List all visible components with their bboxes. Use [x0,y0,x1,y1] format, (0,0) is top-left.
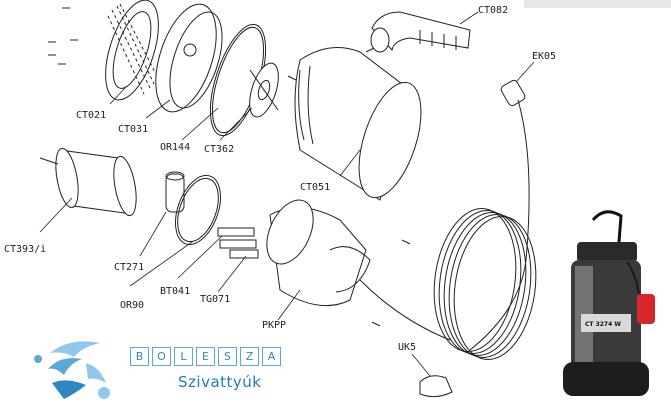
label-uk5: UK5 [398,342,416,353]
pump-product-image: CT 3274 W [545,202,663,400]
part-ek05-plug [469,79,530,351]
brand-letter: O [152,347,171,366]
part-ct393-motor [39,147,137,217]
part-ct362-impeller [249,62,279,118]
brand-letter: S [218,347,237,366]
part-pkpp-base [266,199,371,307]
leader-lines [39,11,535,377]
label-ct362: CT362 [204,144,234,155]
brand-letter: Z [240,347,259,366]
label-ct393: CT393/i [4,244,46,255]
brand-letter: A [262,347,281,366]
brand-letter: E [196,347,215,366]
label-pkpp: PKPP [262,320,286,331]
label-or90: OR90 [120,300,144,311]
part-bt041-tg071-bolts [217,227,259,259]
screws-misc [287,47,411,327]
part-ct021-grate [105,0,159,101]
water-drop-logo-icon [34,341,110,399]
brand-letter: B [130,347,149,366]
brand-subtitle: Szivattyúk [178,373,262,391]
label-ct271: CT271 [114,262,144,273]
brand-letter: L [174,347,193,366]
part-ct051-cylinder [294,47,422,201]
label-ct031: CT031 [118,124,148,135]
coiled-cable [359,207,537,361]
label-or144: OR144 [160,142,190,153]
part-ct271-sleeve [165,171,185,213]
part-uk5-float [419,375,453,398]
label-ek05: EK05 [532,51,556,62]
part-or90-oring [175,174,221,246]
screws-top-left [48,7,78,65]
top-right-panel [524,0,671,8]
label-ct051: CT051 [300,182,330,193]
part-ct031-housing [155,3,223,113]
label-bt041: BT041 [160,286,190,297]
pump-model-label: CT 3274 W [585,321,621,328]
label-ct082: CT082 [478,5,508,16]
label-tg071: TG071 [200,294,230,305]
bolesza-logo: B O L E S Z A Szivattyúk [30,333,290,400]
label-ct021: CT021 [76,110,106,121]
part-ct082-elbow [370,11,471,53]
